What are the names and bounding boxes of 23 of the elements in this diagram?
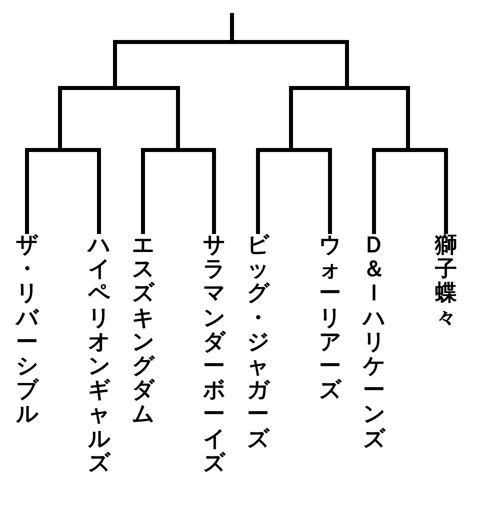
bracket-line	[291, 148, 332, 234]
team-name: Ｄ＆Ｉハリケーンズ	[363, 234, 385, 452]
bracket-line	[113, 40, 232, 88]
bracket-line	[60, 148, 101, 234]
bracket-line	[232, 40, 349, 88]
team-name: ビッグ・ジャガーズ	[247, 234, 269, 452]
team-name: サラマンダーボーイズ	[203, 234, 225, 476]
bracket-line	[347, 86, 410, 150]
team-name: ハイペリオンギャルズ	[88, 234, 110, 476]
bracket-line	[289, 86, 347, 150]
bracket-line	[141, 148, 178, 234]
bracket-line	[178, 148, 216, 234]
bracket-line	[115, 86, 180, 150]
team-name: ザ・リバーシブル	[16, 234, 38, 428]
bracket-line	[230, 13, 234, 42]
team-name: 獅子蝶々	[435, 234, 457, 331]
bracket-line	[256, 148, 291, 234]
bracket-line	[25, 148, 60, 234]
bracket-line	[372, 148, 408, 234]
team-name: ウォーリアーズ	[319, 234, 341, 404]
bracket-line	[408, 148, 448, 234]
team-name: エスズキングダム	[132, 234, 154, 428]
bracket-line	[58, 86, 115, 150]
